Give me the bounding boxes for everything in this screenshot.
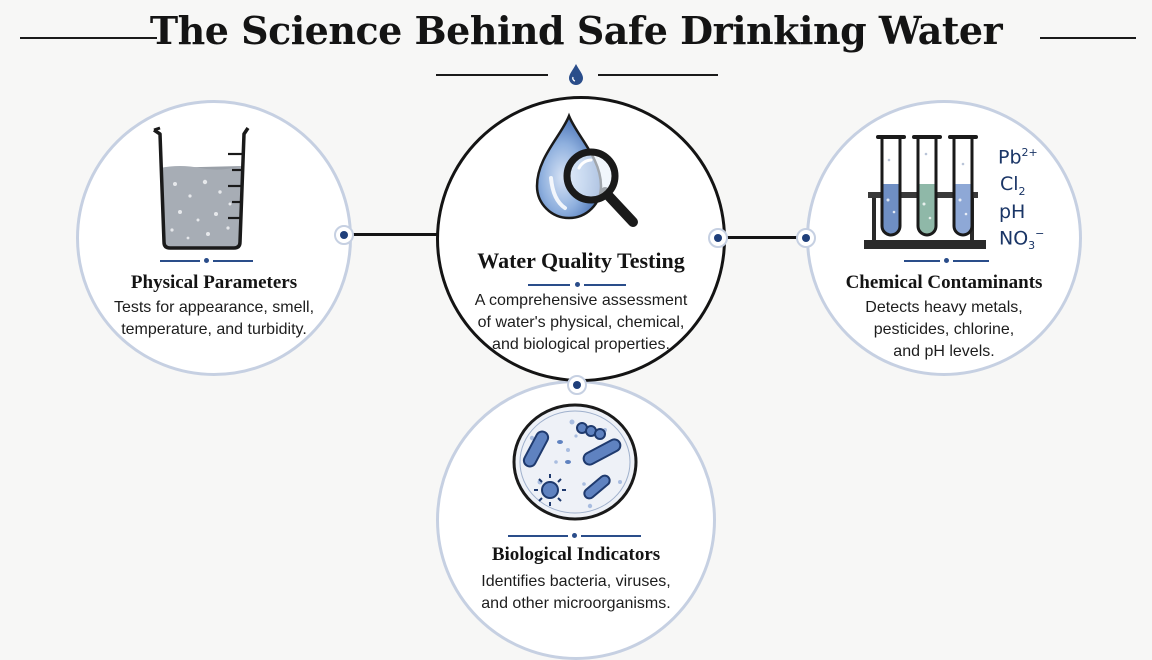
biological-desc-line: and other microorganisms. <box>481 595 671 612</box>
center-description: A comprehensive assessment of water's ph… <box>436 290 726 356</box>
chemical-title: Chemical Contaminants <box>845 272 1043 293</box>
water-drop-icon <box>569 64 583 85</box>
biological-separator-right <box>581 535 641 537</box>
water-drop-magnifier-icon <box>535 112 638 227</box>
center-desc-line: and biological properties. <box>492 336 670 353</box>
formula-chlorine: Cl2 <box>1000 173 1026 198</box>
physical-description: Tests for appearance, smell, temperature… <box>76 297 352 341</box>
chemical-description: Detects heavy metals, pesticides, chlori… <box>806 297 1082 363</box>
physical-separator-dot <box>204 258 209 263</box>
chemical-separator-right <box>953 260 989 262</box>
physical-desc-line: temperature, and turbidity. <box>121 321 307 338</box>
chemical-separator-left <box>904 260 940 262</box>
chemical-desc-line: Detects heavy metals, <box>865 299 1023 316</box>
formula-chlorine-symbol: Cl <box>1000 173 1019 195</box>
biological-description: Identifies bacteria, viruses, and other … <box>436 571 716 615</box>
formula-chlorine-sub: 2 <box>1018 184 1026 198</box>
formula-lead-symbol: Pb <box>998 146 1022 169</box>
formula-nitrate-symbol: NO <box>999 227 1029 250</box>
biological-separator-dot <box>572 533 577 538</box>
biological-desc-line: Identifies bacteria, viruses, <box>481 573 671 590</box>
center-separator-dot <box>575 282 580 287</box>
chemical-desc-line: and pH levels. <box>893 343 995 360</box>
subtitle-rule-left <box>436 74 548 76</box>
connector-node-right <box>796 228 816 248</box>
center-title: Water Quality Testing <box>477 248 685 273</box>
formula-nitrate-sub: 3 <box>1028 239 1036 253</box>
physical-title: Physical Parameters <box>130 272 298 293</box>
formula-nitrate: NO3− <box>999 227 1044 252</box>
chemical-separator-dot <box>944 258 949 263</box>
biological-separator-left <box>508 535 568 537</box>
title-rule-right <box>1040 37 1136 39</box>
physical-separator-left <box>160 260 200 262</box>
chemical-desc-line: pesticides, chlorine, <box>873 321 1015 338</box>
page-title: The Science Behind Safe Drinking Water <box>149 8 1003 53</box>
connector-node-bottom <box>567 375 587 395</box>
formula-lead-charge: 2+ <box>1021 146 1038 159</box>
center-desc-line: of water's physical, chemical, <box>477 314 685 331</box>
petri-dish-microbes-icon <box>512 403 638 521</box>
connector-node-center-right <box>708 228 728 248</box>
center-desc-line: A comprehensive assessment <box>474 292 688 309</box>
center-separator-right <box>584 284 626 286</box>
subtitle-rule-right <box>598 74 718 76</box>
physical-desc-line: Tests for appearance, smell, <box>113 299 315 316</box>
test-tubes-icon <box>864 135 986 249</box>
formula-ph: pH <box>999 201 1026 223</box>
biological-title: Biological Indicators <box>491 544 661 565</box>
formula-lead: Pb2+ <box>998 146 1038 168</box>
connector-left <box>352 233 437 236</box>
formula-nitrate-charge: − <box>1035 227 1045 240</box>
connector-node-left <box>334 225 354 245</box>
connector-right <box>726 236 806 239</box>
beaker-icon <box>153 126 250 250</box>
center-separator-left <box>528 284 570 286</box>
chemical-contaminants-card <box>806 100 1082 376</box>
title-rule-left <box>20 37 157 39</box>
physical-separator-right <box>213 260 253 262</box>
